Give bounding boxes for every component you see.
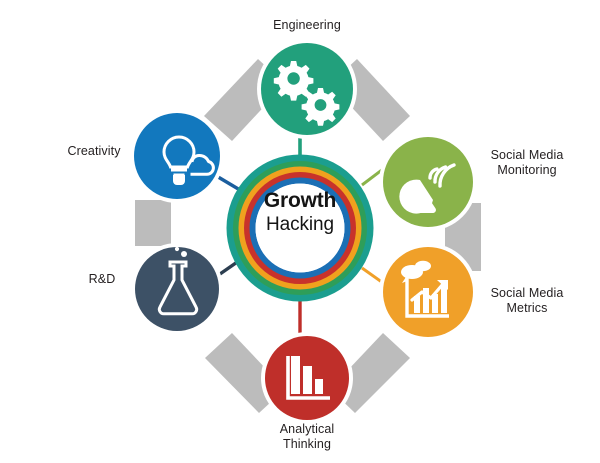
node-creativity-circle[interactable] [134, 113, 220, 199]
node-social-media-monitoring-circle[interactable] [383, 137, 473, 227]
node-engineering[interactable] [257, 39, 357, 139]
node-social-media-monitoring[interactable] [379, 133, 477, 231]
node-rnd-circle[interactable] [135, 247, 219, 331]
label-analytical-thinking: Analytical Thinking [279, 422, 335, 451]
bar-chart-icon [286, 356, 330, 400]
node-engineering-circle[interactable] [261, 43, 353, 135]
label-social-media-metrics: Social Media Metrics [490, 286, 564, 315]
node-social-media-metrics[interactable] [379, 243, 477, 341]
label-creativity: Creativity [67, 144, 121, 158]
label-engineering: Engineering [273, 18, 341, 32]
center-ring [226, 154, 374, 302]
chart-growth-icon [401, 260, 449, 318]
label-social-media-monitoring: Social Media Monitoring [490, 148, 564, 177]
connector-band [135, 200, 171, 246]
lightbulb-cloud-icon [162, 135, 215, 185]
node-analytical-thinking[interactable] [261, 332, 353, 424]
gears-icon [273, 61, 340, 126]
satellite-dish-icon [399, 163, 456, 214]
node-creativity[interactable] [130, 109, 224, 203]
node-rnd[interactable] [131, 243, 223, 335]
label-rnd: R&D [88, 272, 116, 286]
flask-icon [157, 244, 199, 316]
